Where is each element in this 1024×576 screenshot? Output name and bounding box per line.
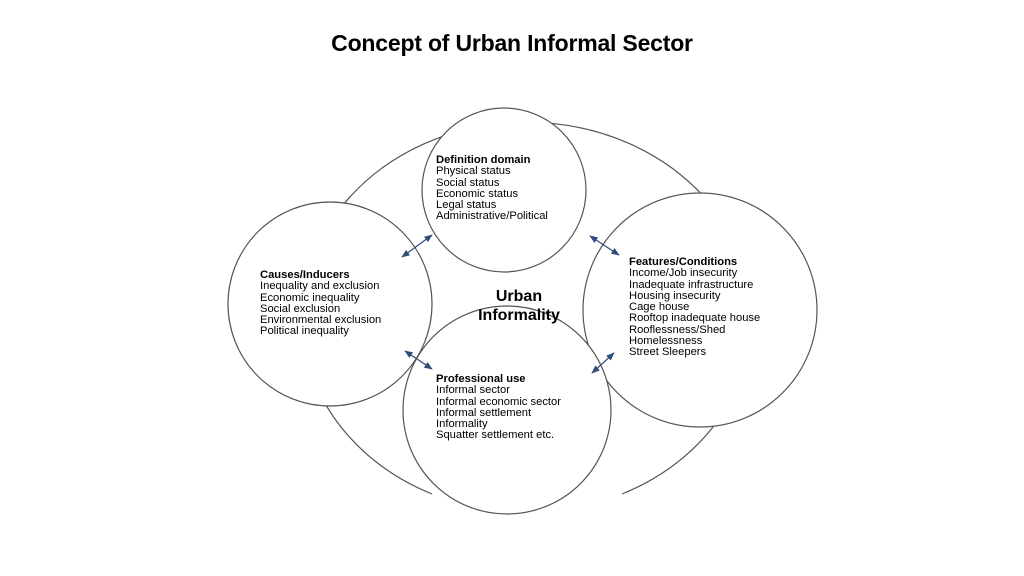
features-item: Homelessness bbox=[629, 335, 703, 348]
causes-item: Social exclusion bbox=[260, 302, 341, 315]
definition-item: Legal status bbox=[436, 199, 497, 212]
features-item: Cage house bbox=[629, 301, 690, 314]
causes-node: Causes/Inducers Inequality and exclusion… bbox=[260, 269, 382, 338]
definition-item: Administrative/Political bbox=[436, 210, 548, 223]
page-title: Concept of Urban Informal Sector bbox=[331, 30, 693, 56]
features-item: Street Sleepers bbox=[629, 346, 707, 359]
professional-item: Informal sector bbox=[436, 384, 510, 397]
features-item: Income/Job insecurity bbox=[629, 267, 738, 280]
definition-item: Social status bbox=[436, 176, 500, 189]
center-label-line2: Informality bbox=[478, 307, 560, 324]
causes-item: Inequality and exclusion bbox=[260, 280, 380, 293]
causes-item: Political inequality bbox=[260, 325, 349, 338]
center-label-line1: Urban bbox=[495, 288, 543, 305]
arrow-causes-definition bbox=[401, 234, 433, 258]
definition-heading: Definition domain bbox=[436, 154, 531, 166]
causes-item: Environmental exclusion bbox=[260, 314, 382, 327]
professional-item: Informal settlement bbox=[436, 406, 532, 419]
arrow-causes-professional bbox=[404, 350, 433, 370]
professional-heading: Professional use bbox=[436, 373, 526, 385]
definition-circle bbox=[421, 107, 587, 273]
features-node: Features/Conditions Income/Job insecurit… bbox=[629, 256, 761, 359]
features-item: Rooflessness/Shed bbox=[629, 323, 726, 336]
features-item: Inadequate infrastructure bbox=[629, 278, 754, 291]
features-circle bbox=[582, 192, 818, 428]
professional-item: Squatter settlement etc. bbox=[436, 429, 555, 442]
professional-circle bbox=[402, 305, 612, 515]
arrow-professional-features bbox=[591, 352, 615, 374]
causes-heading: Causes/Inducers bbox=[260, 269, 350, 281]
definition-item: Economic status bbox=[436, 187, 519, 200]
definition-node: Definition domain Physical status Social… bbox=[436, 154, 548, 223]
causes-item: Economic inequality bbox=[260, 291, 360, 304]
professional-node: Professional use Informal sector Informa… bbox=[436, 373, 561, 442]
center-label: Urban Informality bbox=[452, 287, 586, 325]
professional-item: Informal economic sector bbox=[436, 395, 561, 408]
features-item: Housing insecurity bbox=[629, 289, 721, 302]
features-heading: Features/Conditions bbox=[629, 256, 738, 268]
definition-item: Physical status bbox=[436, 165, 511, 178]
features-item: Rooftop inadequate house bbox=[629, 312, 761, 325]
professional-item: Informality bbox=[436, 418, 488, 431]
causes-circle bbox=[227, 201, 433, 407]
arrow-definition-features bbox=[589, 235, 620, 256]
